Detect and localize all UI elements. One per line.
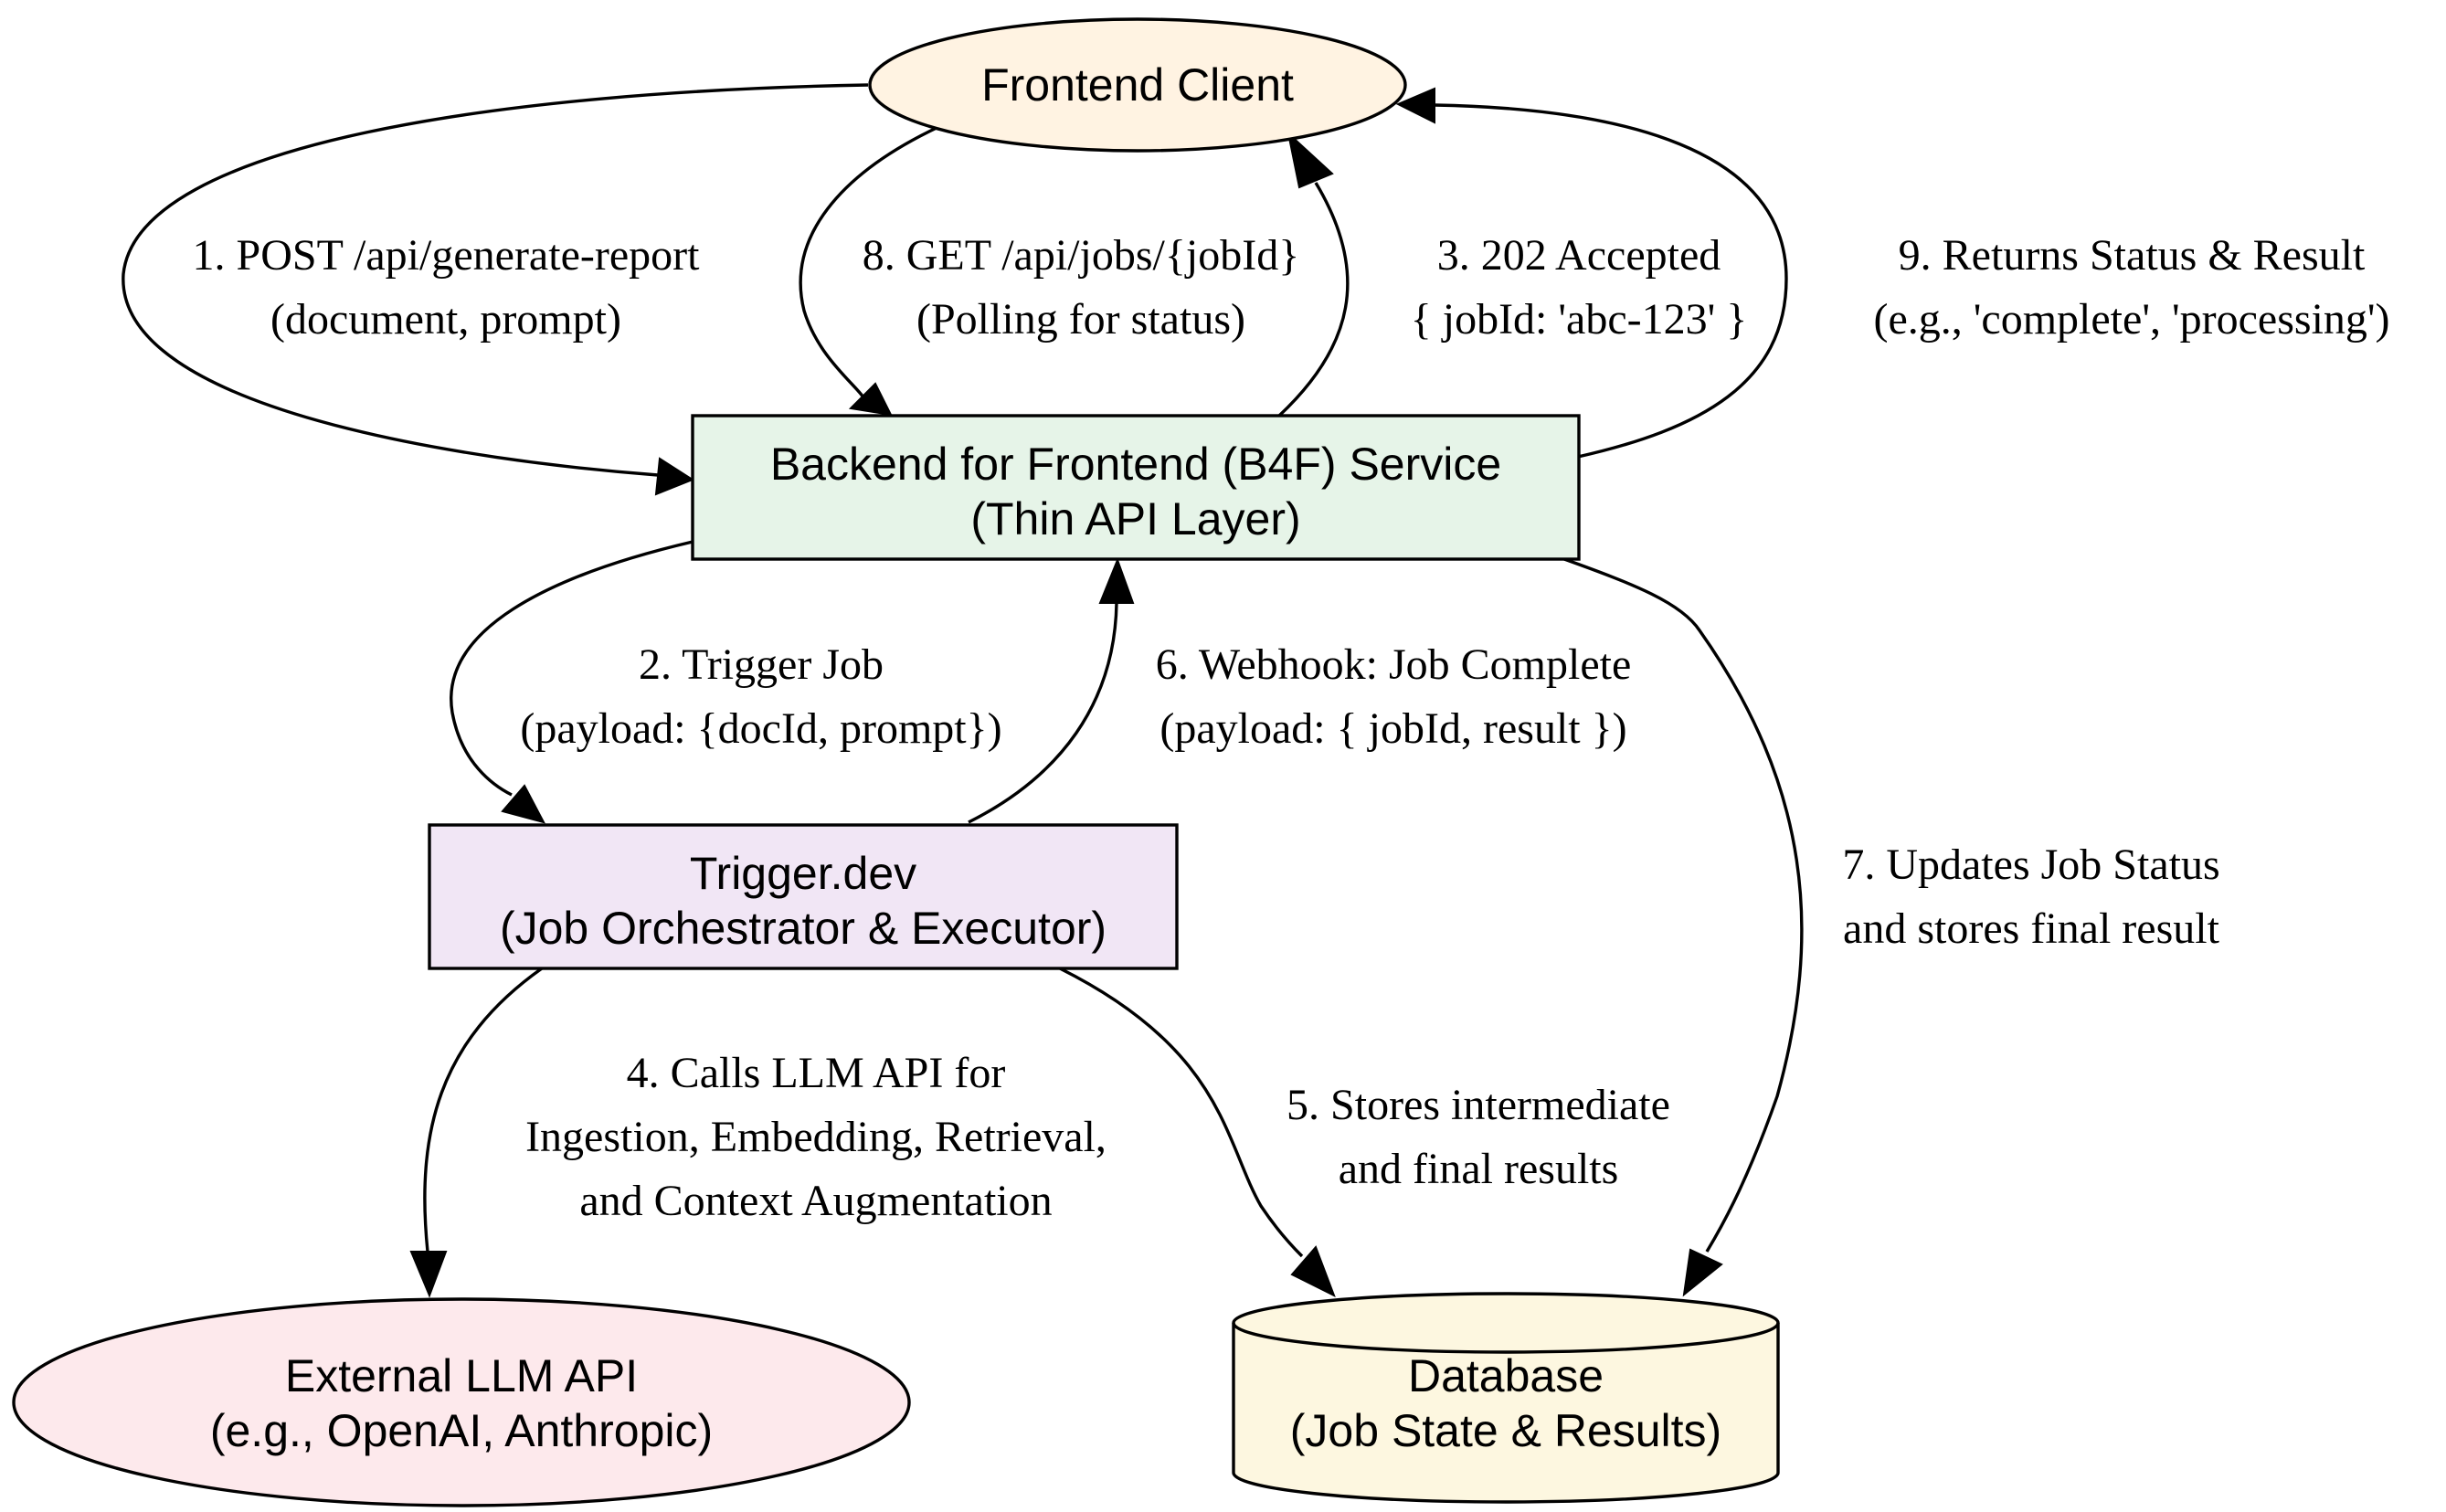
arrowhead-icon [1287,131,1334,189]
arrowhead-icon [409,1251,448,1298]
node-llm-title: External LLM API [285,1350,638,1401]
node-b4f-service: Backend for Frontend (B4F) Service (Thin… [691,414,1581,561]
edge-label-4-line3: and Context Augmentation [579,1177,1052,1225]
edge-label-7-line2: and stores final result [1843,904,2220,953]
node-frontend-client: Frontend Client [868,17,1407,153]
arrowhead-icon [1098,557,1135,604]
edge-calls-llm-api [409,967,543,1298]
edge-label-4-line1: 4. Calls LLM API for [627,1049,1006,1097]
node-database-subtitle: (Job State & Results) [1290,1405,1721,1456]
edge-label-4: 4. Calls LLM API for Ingestion, Embeddin… [525,1049,1107,1225]
edge-label-6: 6. Webhook: Job Complete (payload: { job… [1156,640,1632,753]
edge-label-7-line1: 7. Updates Job Status [1842,841,2219,889]
edge-label-5-line1: 5. Stores intermediate [1287,1081,1670,1129]
edge-label-9: 9. Returns Status & Result (e.g., 'compl… [1873,231,2389,344]
node-database: Database (Job State & Results) [1232,1292,1780,1504]
arrowhead-icon [848,382,893,417]
edge-202-accepted [1277,131,1350,418]
edge-label-3-line1: 3. 202 Accepted [1437,231,1721,280]
edge-label-2-line1: 2. Trigger Job [639,640,884,689]
arrowhead-icon [501,784,545,824]
node-b4f-title: Backend for Frontend (B4F) Service [770,439,1501,490]
arrowhead-icon [1682,1248,1723,1297]
arrowhead-icon [1290,1245,1336,1298]
edge-label-8-line1: 8. GET /api/jobs/{jobId} [863,231,1300,280]
edge-label-6-line1: 6. Webhook: Job Complete [1156,640,1632,689]
node-b4f-subtitle: (Thin API Layer) [970,493,1300,545]
edge-label-1-line1: 1. POST /api/generate-report [193,231,701,280]
edge-updates-job-status [1563,557,1804,1297]
node-llm-subtitle: (e.g., OpenAI, Anthropic) [210,1405,713,1456]
node-external-llm-api: External LLM API (e.g., OpenAI, Anthropi… [12,1297,911,1507]
node-trigger-dev: Trigger.dev (Job Orchestrator & Executor… [428,823,1179,970]
edge-post-generate-report [122,83,869,496]
edge-label-9-line2: (e.g., 'complete', 'processing') [1873,295,2389,344]
node-database-title: Database [1408,1350,1604,1401]
edge-label-5: 5. Stores intermediate and final results [1287,1081,1670,1193]
edge-label-4-line2: Ingestion, Embedding, Retrieval, [525,1113,1107,1161]
edge-trigger-job [450,540,694,824]
edge-label-2-line2: (payload: {docId, prompt}) [520,704,1001,753]
edge-label-3: 3. 202 Accepted { jobId: 'abc-123' } [1411,231,1748,344]
edge-stores-results [1059,967,1336,1298]
node-trigger-title: Trigger.dev [690,848,916,899]
node-trigger-subtitle: (Job Orchestrator & Executor) [500,903,1107,954]
edge-label-1: 1. POST /api/generate-report (document, … [193,231,701,344]
edge-label-9-line1: 9. Returns Status & Result [1899,231,2366,280]
edge-label-8-line2: (Polling for status) [916,295,1245,344]
edge-label-2: 2. Trigger Job (payload: {docId, prompt}… [520,640,1001,753]
node-frontend-client-label: Frontend Client [981,59,1294,111]
edge-label-5-line2: and final results [1339,1145,1619,1193]
edge-get-job-status [799,126,937,417]
edge-label-1-line2: (document, prompt) [270,295,621,344]
edge-label-6-line2: (payload: { jobId, result }) [1159,704,1626,753]
edge-label-7: 7. Updates Job Status and stores final r… [1842,841,2219,953]
edge-returns-status [1395,87,1788,459]
edge-label-8: 8. GET /api/jobs/{jobId} (Polling for st… [863,231,1300,344]
arrowhead-icon [1395,87,1435,124]
edge-label-3-line2: { jobId: 'abc-123' } [1411,295,1748,344]
arrowhead-icon [654,457,695,496]
edge-webhook-job-complete [968,557,1135,824]
